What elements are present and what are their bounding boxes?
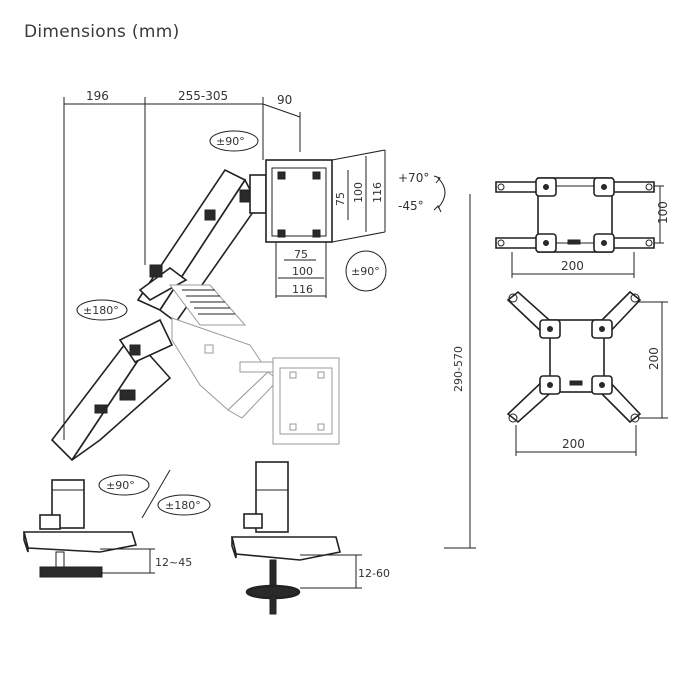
dim-196: 196 bbox=[86, 89, 109, 103]
joint-hatching bbox=[169, 284, 247, 326]
rotate-indicator: ±90° bbox=[345, 250, 387, 292]
base-swivel-text: ±180° bbox=[165, 499, 201, 512]
height-range-dimension: 290-570 bbox=[444, 194, 476, 549]
rotate-text: ±90° bbox=[351, 265, 380, 278]
dim-255-305: 255-305 bbox=[178, 89, 228, 103]
tilt-indicator: +70° -45° bbox=[398, 171, 446, 213]
dim-290-570: 290-570 bbox=[452, 346, 465, 392]
left-pole bbox=[22, 479, 138, 578]
dim-adapter-h-top: 100 bbox=[656, 201, 670, 224]
dim-12-60: 12-60 bbox=[358, 567, 390, 580]
clamp-dimension: 12~45 bbox=[100, 548, 192, 574]
dim-vesa-100-w: 100 bbox=[292, 265, 313, 278]
tilt-down-text: -45° bbox=[398, 199, 424, 213]
left-arm-lower bbox=[50, 318, 174, 462]
adapter-200x100: 200 100 bbox=[495, 177, 670, 278]
page-title: Dimensions (mm) bbox=[24, 22, 180, 42]
rot-top-text: ±90° bbox=[216, 135, 245, 148]
grommet-dimension: 12-60 bbox=[300, 554, 390, 589]
top-dimension-lines: 196 255-305 90 bbox=[63, 89, 301, 420]
dim-vesa-100-h: 100 bbox=[352, 182, 365, 203]
dim-vesa-75-h: 75 bbox=[334, 192, 347, 206]
swivel-left-text: ±180° bbox=[83, 304, 119, 317]
rotation-badge-top: ±90° bbox=[209, 130, 259, 152]
right-pole bbox=[230, 461, 341, 615]
dim-adapter-h-bottom: 200 bbox=[647, 347, 661, 370]
dim-adapter-w-bottom: 200 bbox=[562, 437, 585, 451]
rotation-badges-lower: ±90° ±180° bbox=[98, 469, 211, 519]
dim-vesa-116-w: 116 bbox=[292, 283, 313, 296]
dim-90: 90 bbox=[277, 93, 292, 107]
adapter-200x200: 200 200 bbox=[506, 290, 668, 456]
pole-rotate-text: ±90° bbox=[106, 479, 135, 492]
tilt-up-text: +70° bbox=[398, 171, 429, 185]
ghost-arm bbox=[171, 317, 340, 445]
dim-adapter-w-top: 200 bbox=[561, 259, 584, 273]
dim-vesa-75-w: 75 bbox=[294, 248, 308, 261]
vesa-plate-top: 75 100 116 75 100 116 bbox=[265, 149, 386, 298]
dim-vesa-116-h: 116 bbox=[371, 182, 384, 203]
dim-12-45: 12~45 bbox=[155, 556, 192, 569]
swivel-badge-left: ±180° bbox=[76, 299, 128, 321]
